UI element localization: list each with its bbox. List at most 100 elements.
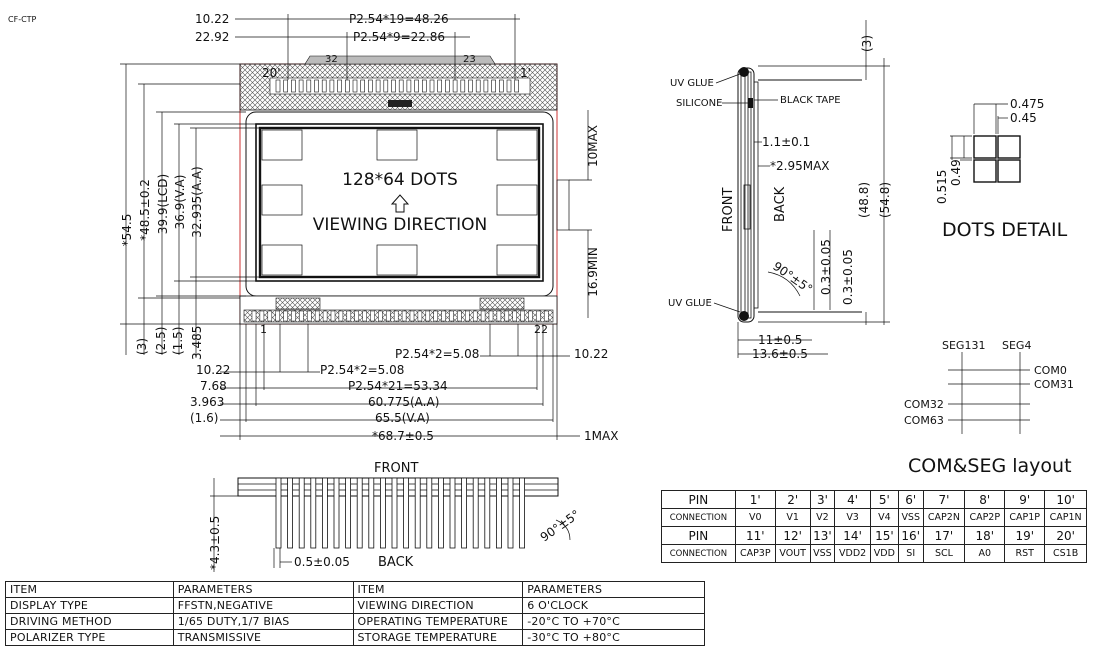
dim-bottom-3-963: 3.963: [190, 395, 224, 409]
pin-table-cell: 5': [869, 490, 899, 509]
dim-top-pitch-19: P2.54*19=48.26: [349, 12, 449, 26]
spec-table-cell: STORAGE TEMPERATURE: [352, 629, 524, 646]
top-contact-pad: [514, 79, 520, 93]
spec-table-cell: FFSTN,NEGATIVE: [172, 597, 354, 614]
bottom-contact-pad: [536, 310, 541, 322]
top-contact-pad: [352, 79, 358, 93]
spec-table-cell: 6 O'CLOCK: [522, 597, 705, 614]
pin-lead: [310, 477, 317, 549]
pin-lead: [484, 477, 491, 549]
bottom-contact-pad: [307, 310, 312, 322]
pin-table-cell: CAP2P: [964, 508, 1006, 527]
pin-table-cell: 15': [869, 526, 899, 545]
pin-table-cell: VOUT: [774, 544, 811, 563]
top-contact-pad: [391, 79, 396, 93]
top-dimensions: [235, 14, 520, 80]
pin-table-cell: VDD: [869, 544, 899, 563]
pin-lead: [333, 477, 340, 549]
bottom-contact-pad: [354, 310, 359, 322]
dim-dots-0-515: 0.515: [935, 170, 949, 204]
pin-lead: [403, 477, 410, 549]
label-seg131: SEG131: [942, 339, 985, 352]
pin-label-22: 22: [534, 323, 548, 336]
bottom-contact-pad: [267, 310, 273, 322]
dim-bottom-65-5: 65.5(V.A): [375, 411, 430, 425]
pin-table-cell: 3': [809, 490, 836, 509]
bottom-contact-pad: [393, 310, 399, 322]
pin-lead: [495, 477, 502, 549]
dim-left-48-5: *48.5±0.2: [138, 179, 152, 241]
bottom-contact-pad: [299, 310, 304, 322]
dim-side-13-6: 13.6±0.5: [752, 347, 808, 361]
bottom-contact-pad: [346, 310, 352, 322]
dim-side-11: 11±0.5: [758, 333, 802, 347]
top-contact-pad: [383, 79, 389, 93]
pin-table-cell: CAP2N: [922, 508, 966, 527]
pin-table-cell: V1: [774, 508, 811, 527]
label-uv-glue-bottom: UV GLUE: [668, 298, 712, 309]
top-contact-pad: [414, 79, 419, 93]
pin-table-cell: RST: [1004, 544, 1046, 563]
bottom-contact-pad: [457, 310, 462, 322]
dim-side-54-8: (54.8): [878, 182, 892, 218]
bottom-contact-pad: [425, 310, 431, 322]
bottom-contact-pad: [322, 310, 328, 322]
com-seg-title: COM&SEG layout: [908, 455, 1072, 477]
spec-table-cell: DRIVING METHOD: [5, 613, 174, 630]
pin-table-cell: CAP1N: [1044, 508, 1087, 527]
label-black-tape: BLACK TAPE: [780, 95, 841, 106]
pin-label-1p: 1': [520, 66, 531, 80]
bottom-contact-pad: [544, 310, 549, 322]
label-silicone: SILICONE: [676, 98, 722, 109]
dim-dots-0-475: 0.475: [1010, 97, 1044, 111]
pin-lead: [426, 477, 433, 549]
spec-table-cell: -20°C TO +70°C: [522, 613, 705, 630]
top-contact-pad: [491, 79, 496, 93]
top-contact-pad: [329, 79, 335, 93]
dim-bottom-pitch-2-left: P2.54*2=5.08: [320, 363, 404, 377]
top-contact-pad: [429, 79, 435, 93]
label-com31: COM31: [1034, 378, 1074, 391]
spec-table-cell: -30°C TO +80°C: [522, 629, 705, 646]
pin-table-row-header: CONNECTION: [661, 508, 736, 527]
corner-code: CF-CTP: [8, 15, 37, 24]
pin-table-cell: VDD2: [834, 544, 871, 563]
top-contact-pad: [291, 79, 296, 93]
bottom-contact-pad: [401, 310, 407, 322]
pin-lead: [519, 477, 525, 549]
pin-lead: [275, 477, 282, 549]
bottom-contact-pad: [330, 310, 336, 322]
dim-top-pitch-9: P2.54*9=22.86: [353, 30, 445, 44]
pin-table-cell: 1': [734, 490, 776, 509]
dim-left-3: (3): [135, 338, 149, 355]
pin-table-cell: 18': [964, 526, 1006, 545]
bottom-contact-pad: [362, 310, 367, 322]
top-contact-pad: [452, 79, 458, 93]
bottom-dimensions: [220, 324, 580, 440]
top-contact-pad: [321, 79, 327, 93]
bottom-contact-pad: [409, 310, 415, 322]
top-contact-pad: [337, 79, 342, 93]
dim-bottom-1-6: (1.6): [190, 411, 218, 425]
top-contact-pad: [483, 79, 489, 93]
bottom-contact-pad: [338, 310, 344, 322]
dim-dots-0-49: 0.49: [949, 159, 963, 186]
pin-table-cell: 14': [834, 526, 871, 545]
dim-left-32-935: 32.935(A.A): [190, 166, 204, 237]
spec-table-cell: 1/65 DUTY,1/7 BIAS: [172, 613, 354, 630]
pin-table-cell: 20': [1044, 526, 1087, 545]
dim-side-2-95max: *2.95MAX: [770, 159, 830, 173]
pin-lead: [461, 477, 468, 549]
pin-table-cell: SI: [897, 544, 924, 563]
bottom-contact-pad: [378, 310, 383, 322]
top-contact-pad: [314, 79, 319, 93]
left-dimensions: [120, 63, 260, 355]
